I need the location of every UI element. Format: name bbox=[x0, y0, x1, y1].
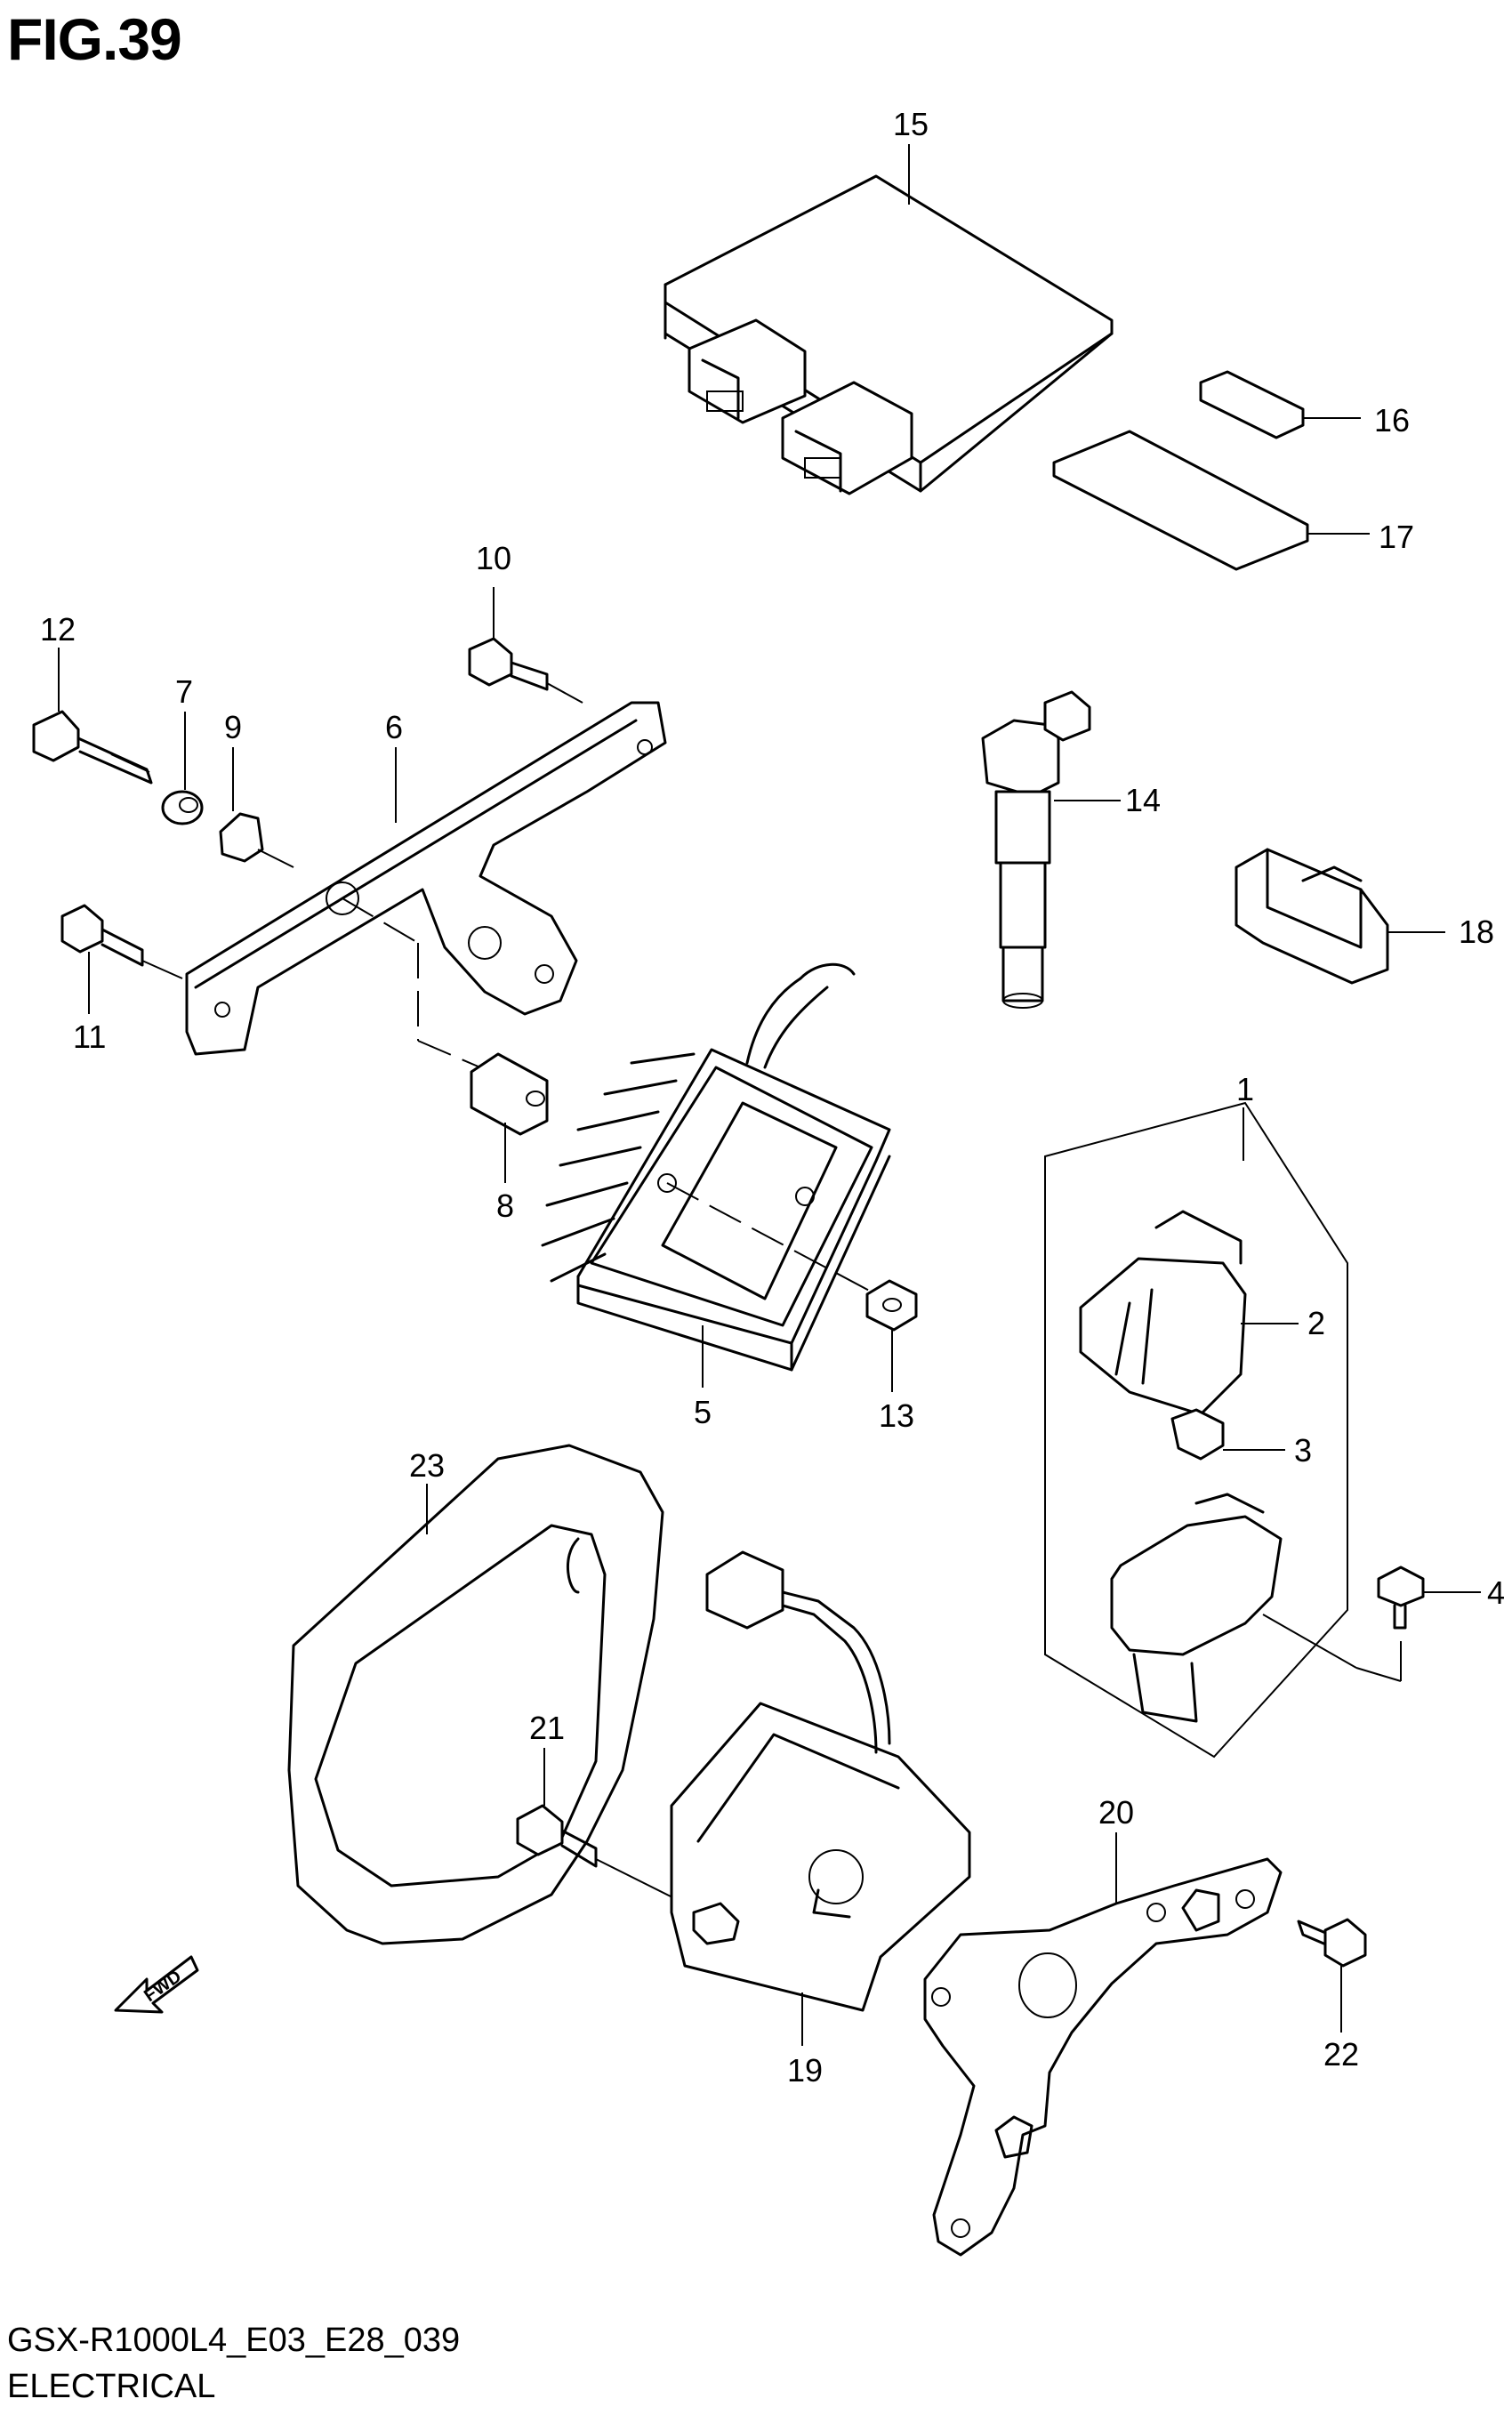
callout-label-6: 6 bbox=[385, 709, 403, 745]
bolt-part-22[interactable] bbox=[1297, 1918, 1367, 1968]
callout-label-12: 12 bbox=[40, 611, 76, 648]
callout-label-4: 4 bbox=[1487, 1574, 1505, 1611]
grommet-part-9[interactable] bbox=[219, 812, 264, 863]
ecm-unit-part-15[interactable] bbox=[664, 174, 1114, 495]
bolt-part-21[interactable] bbox=[516, 1804, 598, 1868]
callout-label-2: 2 bbox=[1307, 1305, 1325, 1341]
bracket-part-6[interactable] bbox=[185, 701, 667, 1056]
bolt-part-11[interactable] bbox=[60, 904, 144, 967]
callout-label-23: 23 bbox=[409, 1447, 445, 1484]
bolt-part-10[interactable] bbox=[468, 637, 549, 691]
nut-part-13[interactable] bbox=[865, 1279, 918, 1332]
fwd-arrow-icon: FWD bbox=[114, 1955, 199, 2014]
callout-label-7: 7 bbox=[175, 673, 193, 710]
cover-part-23[interactable] bbox=[287, 1444, 664, 1945]
callout-label-16: 16 bbox=[1374, 402, 1410, 439]
callout-label-1: 1 bbox=[1236, 1071, 1254, 1107]
bracket-part-20[interactable] bbox=[923, 1857, 1283, 2257]
pad-part-16[interactable] bbox=[1199, 370, 1305, 439]
spacer-part-8[interactable] bbox=[470, 1052, 549, 1136]
callout-label-8: 8 bbox=[496, 1187, 514, 1224]
callout-label-19: 19 bbox=[787, 2052, 823, 2089]
callout-label-20: 20 bbox=[1098, 1794, 1134, 1831]
fuse-part-3[interactable] bbox=[1170, 1408, 1225, 1461]
starter-relay-part-1[interactable] bbox=[1044, 1101, 1348, 1759]
regulator-part-5[interactable] bbox=[541, 962, 891, 1372]
relay-part-18[interactable] bbox=[1235, 848, 1389, 985]
pad-part-17[interactable] bbox=[1052, 430, 1309, 571]
figure-title: FIG.39 bbox=[7, 6, 182, 72]
callout-label-17: 17 bbox=[1379, 519, 1414, 555]
callout-label-9: 9 bbox=[224, 709, 242, 745]
relay-cover-part-2[interactable] bbox=[1079, 1210, 1247, 1416]
bolt-part-12[interactable] bbox=[32, 710, 153, 785]
callout-label-18: 18 bbox=[1459, 914, 1494, 950]
callout-label-10: 10 bbox=[476, 540, 511, 576]
figure-code: GSX-R1000L4_E03_E28_039 bbox=[7, 2322, 461, 2359]
callout-label-21: 21 bbox=[529, 1710, 565, 1746]
screw-part-4[interactable] bbox=[1377, 1566, 1425, 1630]
callout-label-3: 3 bbox=[1294, 1432, 1312, 1469]
relay-body[interactable] bbox=[1110, 1493, 1283, 1723]
callout-label-22: 22 bbox=[1323, 2036, 1359, 2073]
callout-label-15: 15 bbox=[893, 106, 929, 142]
washer-part-7[interactable] bbox=[161, 790, 204, 825]
callout-label-11: 11 bbox=[73, 1018, 106, 1055]
figure-name: ELECTRICAL bbox=[7, 2368, 216, 2405]
callout-label-14: 14 bbox=[1125, 782, 1161, 818]
sensor-part-19[interactable] bbox=[670, 1550, 971, 2012]
ignition-coil-part-14[interactable] bbox=[981, 690, 1091, 1009]
callout-label-13: 13 bbox=[879, 1397, 914, 1434]
callout-label-5: 5 bbox=[694, 1394, 712, 1430]
